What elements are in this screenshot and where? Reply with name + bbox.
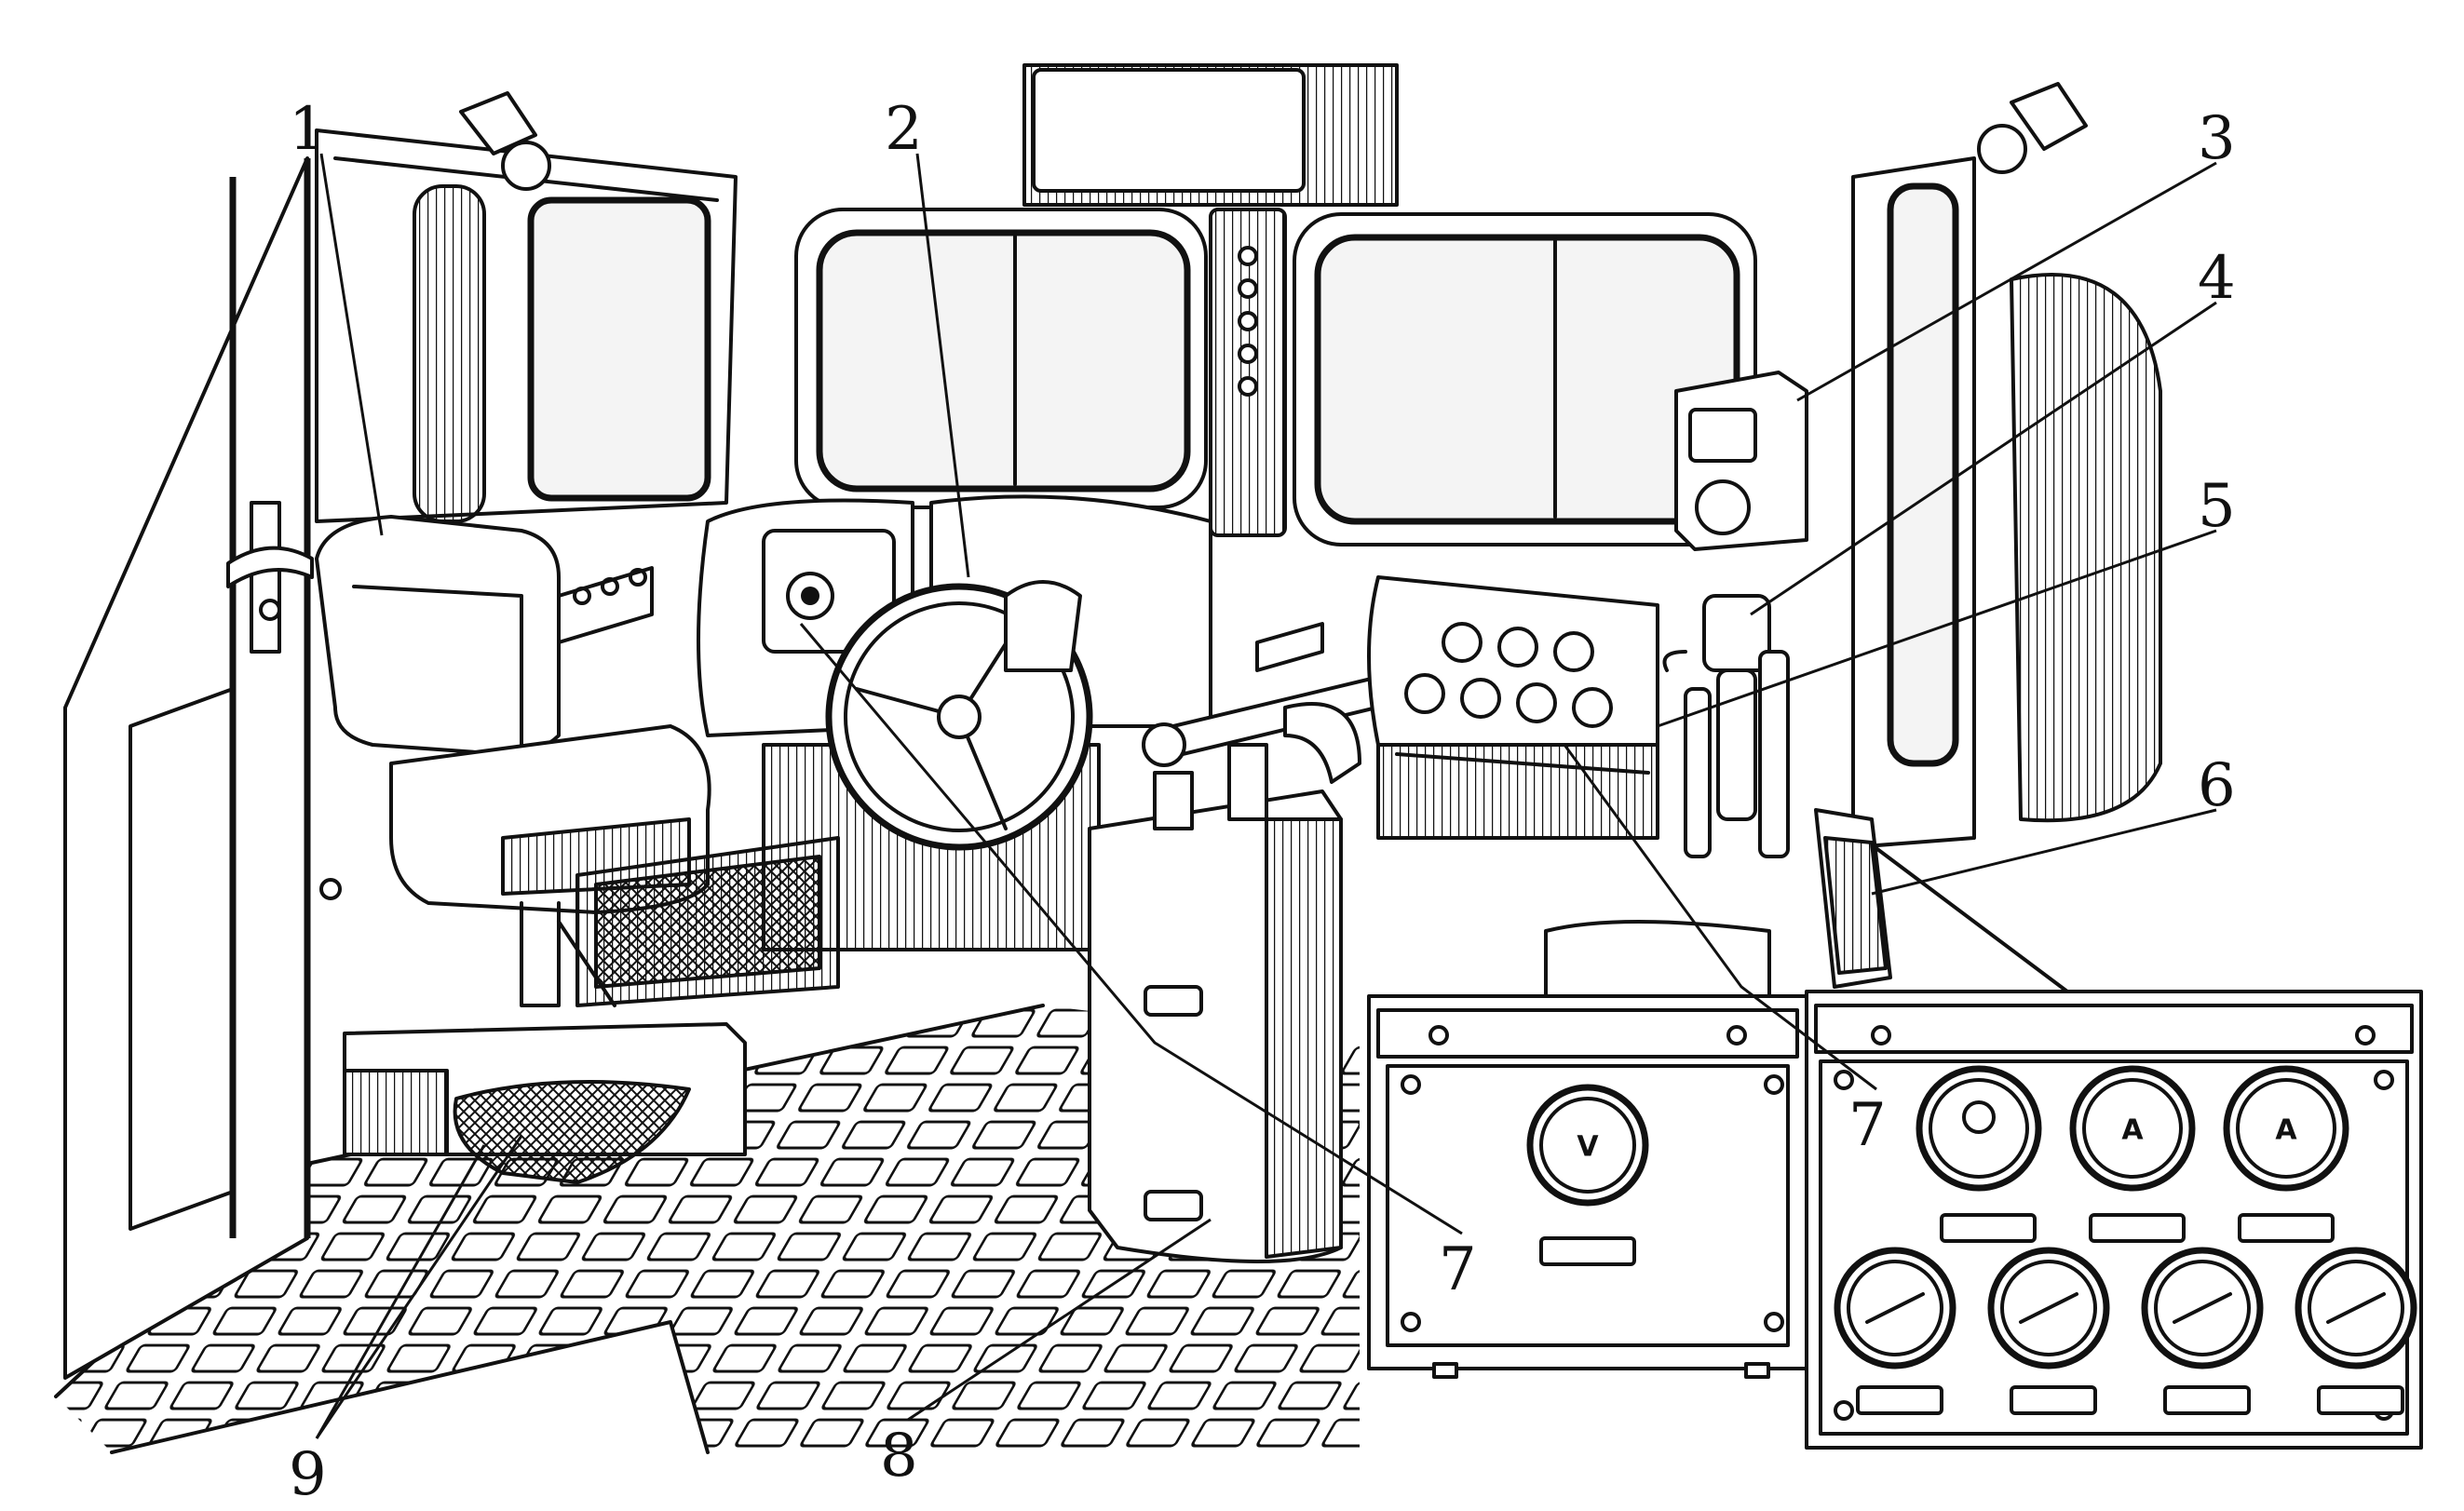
console-gauges (1404, 622, 1613, 728)
right-side-window (1851, 82, 2162, 1007)
callout-7-right: 7 (1848, 1091, 1887, 1160)
driver-seat (315, 515, 747, 1156)
callout-3: 3 (2198, 104, 2236, 173)
small-panel (1814, 808, 1892, 989)
voltmeter-symbol: V (1577, 1131, 1599, 1164)
controller-lever (1142, 622, 1417, 784)
callout-5: 5 (2198, 472, 2236, 541)
seat-footrest (453, 1080, 691, 1184)
front-windscreen-right (1293, 212, 1757, 546)
cab-door (63, 156, 342, 1380)
brake-controller (1088, 743, 1343, 1263)
left-switch-box (557, 566, 654, 644)
bottom-gauge-row (1834, 1247, 2417, 1415)
inset-voltmeter-panel: V (1367, 994, 1808, 1379)
driver-platform (575, 836, 840, 1007)
front-windscreen-left (794, 208, 1208, 509)
gauge-top-3-symbol: A (2275, 1114, 2297, 1147)
centre-pillar (1209, 208, 1287, 537)
leader-lines (315, 153, 2217, 1439)
left-side-window (315, 91, 738, 523)
gauge-top-2-symbol: A (2121, 1114, 2144, 1147)
sun-visor (1022, 63, 1399, 207)
instrument-console (1367, 575, 1659, 840)
valve-assembly (1662, 594, 1790, 858)
callout-1: 1 (289, 95, 327, 164)
cab-lamp-right-icon (1977, 82, 2088, 174)
top-gauge-row: A A (1916, 1065, 2349, 1243)
callout-2: 2 (885, 95, 923, 164)
callout-6: 6 (2198, 751, 2236, 820)
meter-box (1674, 371, 1808, 551)
callout-7-left: 7 (1439, 1235, 1477, 1304)
callout-8: 8 (880, 1422, 918, 1491)
callout-4: 4 (2198, 244, 2236, 313)
inset-gauge-panel: A A (1805, 990, 2423, 1450)
callout-labels: 1 2 3 4 5 6 7 7 8 9 (289, 95, 2236, 1509)
callout-9: 9 (289, 1440, 327, 1509)
console-lower-cabinet (1544, 920, 1771, 998)
steering-wheel (825, 580, 1093, 851)
cab-lamp-left-icon (459, 91, 551, 191)
